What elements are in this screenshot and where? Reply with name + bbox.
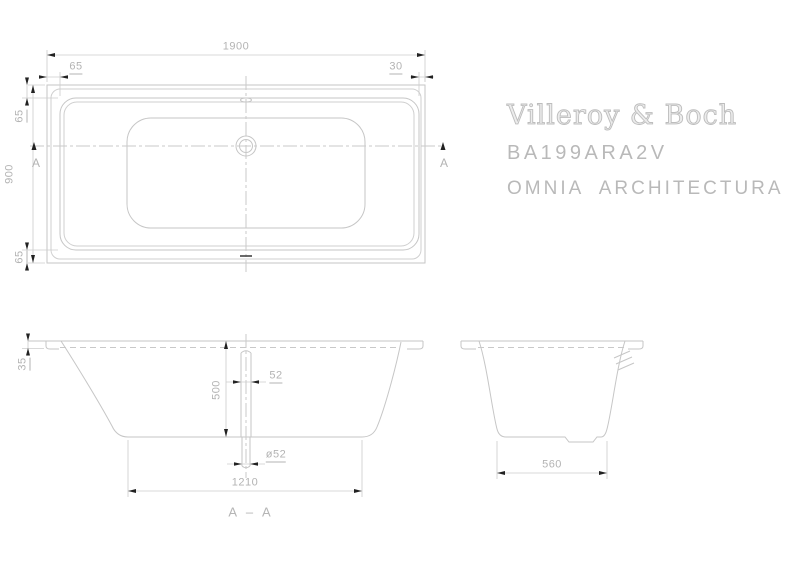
dim-inner-depth: 500 [210,380,223,400]
rim-lip-right [407,341,424,350]
dim-1900-arrow-left [47,53,55,57]
section-arrow-right [440,142,446,150]
cross-bottom-with-recess [506,436,601,443]
dim-1900-arrow-right [417,53,425,57]
series-name: OMNIA ARCHITECTURA [507,178,784,199]
dim-overall-width: 900 [3,164,16,184]
overflow-hatch-marks [613,350,635,371]
section-arrow-left [31,142,37,150]
dim-overall-length: 1900 [222,40,250,53]
drain-standpipe [240,350,252,437]
plan-view [22,50,446,272]
dim-rim-offset-top: 65 [13,109,28,123]
tub-rim-inner-edge [59,97,420,251]
cross-rim-lip-right [628,341,644,350]
section-aa-label: A – A [228,504,274,520]
cross-section-view [460,340,644,479]
tub-outer-edge [46,84,426,264]
brand-logo-text: Villeroy & Boch [507,100,738,131]
dim-rim-offset-right: 30 [389,60,403,75]
inner-wall-left-slope [60,340,129,438]
section-marker-left: A [31,156,41,170]
dim-drain-width: 52 [269,369,283,384]
cross-wall-right [600,340,626,438]
cross-rim-lip-left [460,341,476,350]
dim-rim-offset-left: 65 [69,60,83,75]
section-marker-right: A [439,156,449,170]
tub-wall-top [63,101,415,247]
dim-rim-thickness: 35 [16,357,31,371]
section-aa-view [22,333,424,497]
model-number: BA199ARA2V [507,142,668,164]
dim-bottom-length: 1210 [231,476,259,489]
cross-wall-left [478,340,507,438]
inner-wall-right-slope [361,341,402,438]
dim-rim-offset-bottom: 65 [13,250,28,264]
rim-lip-left [45,341,59,350]
dim-bottom-width: 560 [542,458,562,471]
dim-drain-diameter: ø52 [265,448,287,463]
tub-rim-roundover [50,88,422,260]
